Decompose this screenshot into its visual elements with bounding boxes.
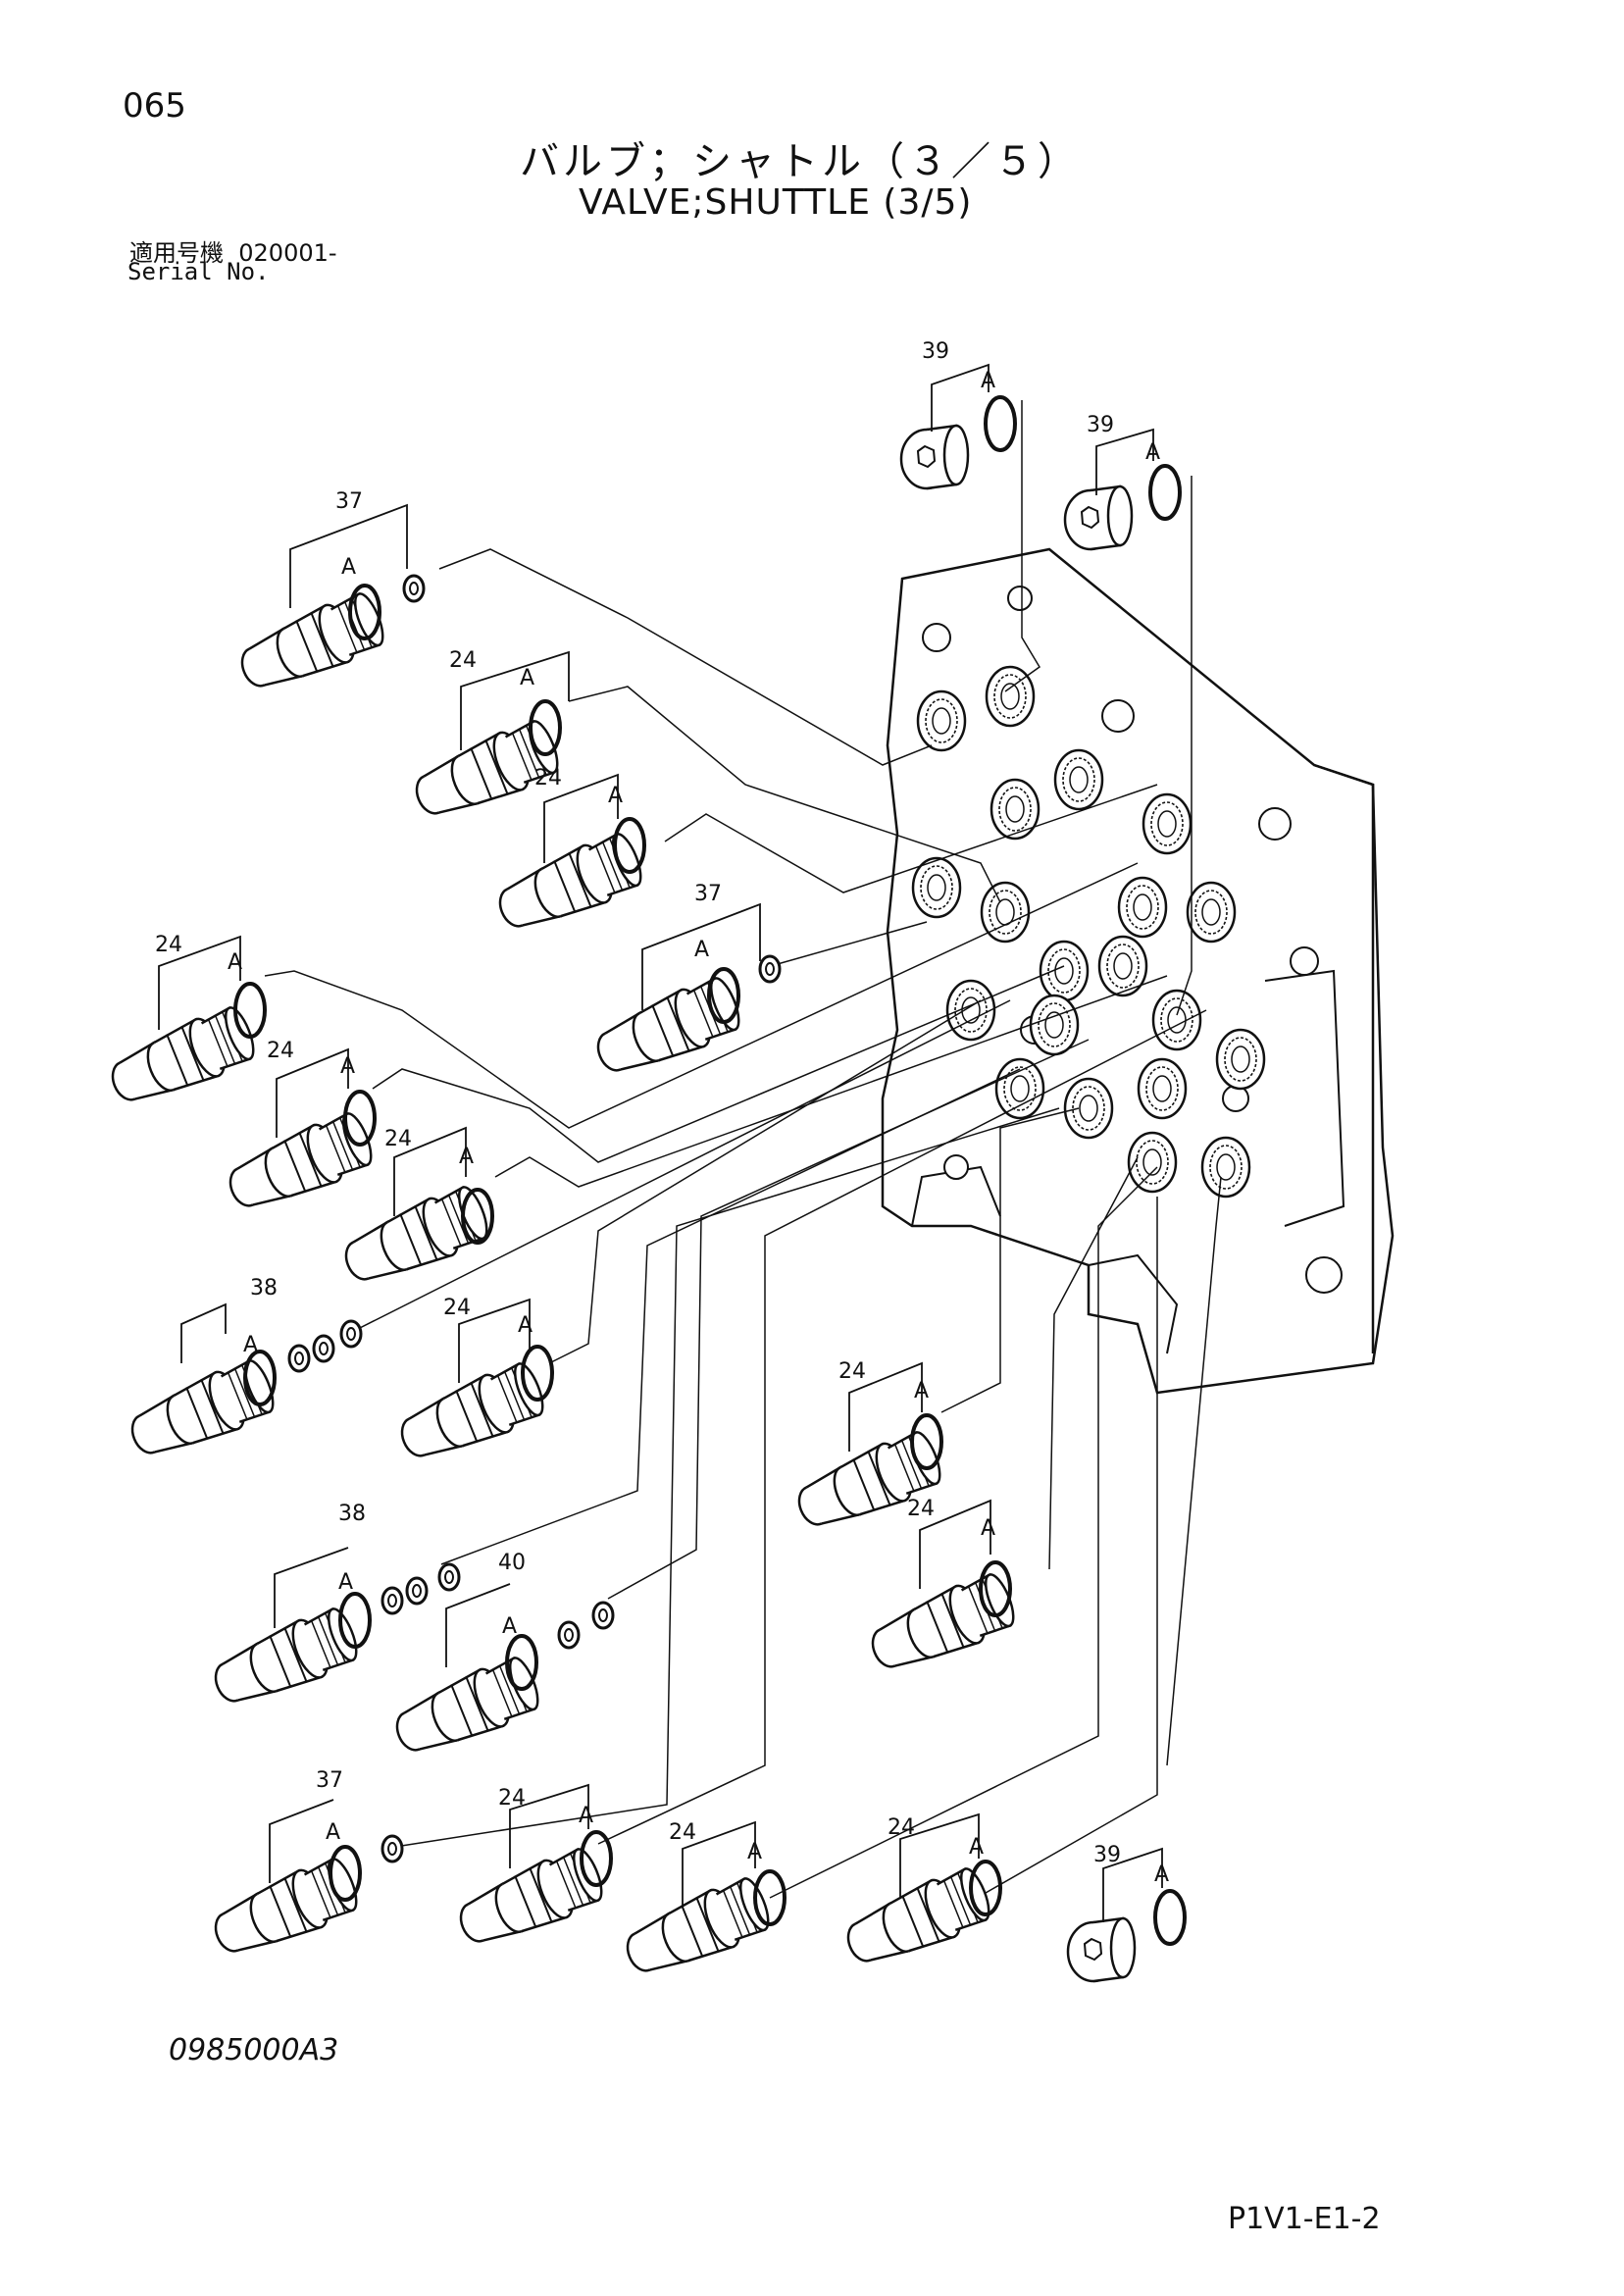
callout-37-b-sub: A bbox=[694, 938, 709, 962]
part-fitting-24-e bbox=[334, 1180, 495, 1295]
page-reference: P1V1-E1-2 bbox=[1228, 2202, 1381, 2236]
callout-39-bottom-num: 39 bbox=[1093, 1843, 1121, 1867]
callout-24-j-sub: A bbox=[747, 1840, 762, 1864]
callout-37-a-num: 37 bbox=[335, 489, 363, 514]
callout-37-c-num: 37 bbox=[316, 1768, 343, 1793]
serial-value: 020001- bbox=[238, 239, 337, 267]
callout-24-j-num: 24 bbox=[669, 1820, 696, 1845]
callout-39-top-sub: A bbox=[981, 369, 995, 393]
callout-24-e-num: 24 bbox=[384, 1127, 412, 1151]
callout-24-h-num: 24 bbox=[907, 1497, 935, 1521]
callout-37-a-sub: A bbox=[341, 555, 356, 580]
part-fitting-38-b bbox=[204, 1562, 461, 1716]
title-english: VALVE;SHUTTLE (3/5) bbox=[579, 182, 973, 223]
callout-39-right-sub: A bbox=[1145, 440, 1160, 465]
part-plug-39-bottom bbox=[1066, 1889, 1187, 1983]
part-fitting-24-a bbox=[405, 699, 566, 829]
callout-24-d-num: 24 bbox=[267, 1039, 294, 1063]
callout-24-g-sub: A bbox=[914, 1379, 929, 1403]
part-fitting-24-f bbox=[390, 1345, 554, 1471]
callout-39-top-num: 39 bbox=[922, 339, 949, 364]
callout-38-b-sub: A bbox=[338, 1570, 353, 1595]
callout-24-f-sub: A bbox=[518, 1313, 533, 1338]
part-fitting-37-c bbox=[204, 1834, 404, 1966]
part-fitting-37-b bbox=[586, 954, 782, 1086]
part-fitting-37-a bbox=[230, 574, 426, 701]
part-fitting-24-d bbox=[219, 1090, 380, 1221]
callout-24-k-sub: A bbox=[969, 1835, 984, 1860]
part-fitting-24-b bbox=[488, 817, 649, 942]
callout-39-bottom-sub: A bbox=[1154, 1862, 1169, 1887]
callout-24-k-num: 24 bbox=[888, 1815, 915, 1840]
serial-label-english: Serial No. bbox=[127, 258, 270, 285]
part-plug-39-top bbox=[899, 395, 1017, 490]
part-fitting-24-c bbox=[101, 982, 267, 1115]
part-fitting-38-a bbox=[121, 1319, 363, 1468]
part-fitting-24-j bbox=[616, 1869, 787, 1986]
title-japanese: バルブ；シャトル（３／５） bbox=[520, 139, 1081, 184]
callout-24-i-sub: A bbox=[579, 1804, 593, 1828]
callout-24-f-num: 24 bbox=[443, 1296, 471, 1320]
callout-brackets bbox=[158, 363, 1163, 1922]
serial-label-japanese: 適用号機 020001- bbox=[129, 233, 337, 268]
callout-24-i-num: 24 bbox=[498, 1786, 526, 1811]
callout-24-a-sub: A bbox=[520, 666, 534, 690]
part-fitting-24-i bbox=[449, 1830, 613, 1957]
callout-37-b-num: 37 bbox=[694, 882, 722, 906]
callout-24-b-sub: A bbox=[608, 784, 623, 808]
callout-24-c-sub: A bbox=[228, 950, 242, 975]
callout-24-e-sub: A bbox=[459, 1145, 474, 1169]
callout-39-right-num: 39 bbox=[1087, 413, 1114, 437]
callout-24-b-num: 24 bbox=[534, 766, 562, 791]
callout-37-c-sub: A bbox=[326, 1820, 340, 1845]
drawing-number: 0985000A3 bbox=[169, 2033, 339, 2067]
leader-lines bbox=[264, 400, 1222, 1899]
part-fitting-24-k bbox=[837, 1860, 1002, 1976]
page-number: 065 bbox=[123, 86, 186, 126]
callout-38-a-sub: A bbox=[243, 1333, 258, 1357]
part-plug-39-right bbox=[1063, 464, 1182, 551]
part-fitting-24-h bbox=[861, 1560, 1022, 1682]
callout-40-num: 40 bbox=[498, 1551, 526, 1575]
callout-24-h-sub: A bbox=[981, 1516, 995, 1541]
callout-38-a-num: 38 bbox=[250, 1276, 278, 1301]
callout-labels: 39 A 39 A 37 A 24 A 24 A 37 A 24 A 24 A … bbox=[155, 339, 1169, 1887]
serial-label-jp-text: 適用号機 bbox=[129, 239, 224, 267]
part-fitting-40 bbox=[385, 1601, 615, 1765]
callout-24-g-num: 24 bbox=[838, 1359, 866, 1384]
callout-38-b-num: 38 bbox=[338, 1502, 366, 1526]
callout-24-a-num: 24 bbox=[449, 648, 477, 673]
callout-24-c-num: 24 bbox=[155, 933, 182, 957]
callout-24-d-sub: A bbox=[340, 1054, 355, 1079]
callout-40-sub: A bbox=[502, 1614, 517, 1639]
